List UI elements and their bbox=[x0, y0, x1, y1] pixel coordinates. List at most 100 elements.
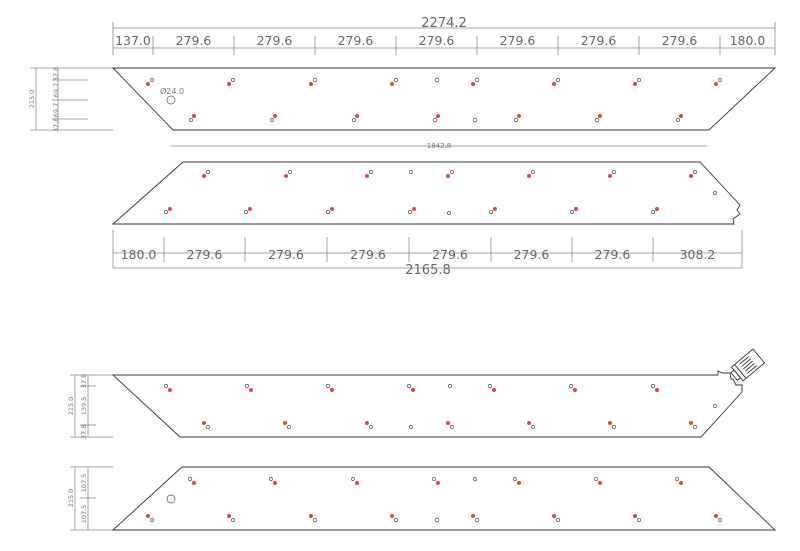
panel1-side-seg-3: 69.7 bbox=[52, 103, 60, 117]
bottom-segment-label: 279.6 bbox=[350, 247, 386, 262]
panel1-side-seg-1: 37.8 bbox=[52, 67, 60, 81]
mounting-hole bbox=[270, 118, 274, 122]
marker-dot bbox=[679, 114, 683, 118]
mounting-hole bbox=[369, 425, 373, 429]
marker-dot bbox=[249, 388, 253, 392]
mounting-hole bbox=[718, 518, 722, 522]
side-dimension-panel4: 215.0 107.5 107.5 bbox=[67, 466, 113, 531]
marker-dot bbox=[192, 114, 196, 118]
panel1-side-total: 215.0 bbox=[28, 90, 36, 109]
bottom-segment-label: 279.6 bbox=[268, 247, 304, 262]
mounting-hole bbox=[326, 384, 330, 388]
panel1-outline bbox=[111, 67, 777, 131]
mounting-hole bbox=[164, 210, 168, 214]
marker-dot bbox=[655, 207, 659, 211]
mounting-hole bbox=[231, 78, 235, 82]
marker-dot bbox=[446, 174, 450, 178]
panel3-holes bbox=[164, 384, 717, 429]
marker-dot bbox=[446, 421, 450, 425]
mounting-hole bbox=[473, 477, 477, 481]
mounting-hole bbox=[408, 210, 412, 214]
mounting-hole bbox=[231, 518, 235, 522]
mounting-hole bbox=[570, 210, 574, 214]
mounting-hole bbox=[594, 477, 598, 481]
marker-dot bbox=[412, 207, 416, 211]
marker-dot bbox=[471, 514, 475, 518]
marker-dot bbox=[202, 174, 206, 178]
mounting-hole bbox=[287, 425, 291, 429]
mounting-hole bbox=[473, 118, 477, 122]
panel3-side-seg-1: 37.8 bbox=[80, 374, 88, 388]
mounting-hole bbox=[718, 78, 722, 82]
top-segment-label: 279.6 bbox=[257, 33, 293, 48]
mounting-hole bbox=[407, 384, 411, 388]
bottom-segment-label: 279.6 bbox=[432, 247, 468, 262]
panel1-large-hole bbox=[166, 95, 176, 105]
mounting-hole bbox=[556, 518, 560, 522]
marker-dot bbox=[283, 421, 287, 425]
marker-dot bbox=[411, 388, 415, 392]
marker-dot bbox=[202, 421, 206, 425]
bottom-segment-label: 180.0 bbox=[121, 247, 157, 262]
mounting-hole bbox=[693, 170, 697, 174]
mounting-hole bbox=[489, 210, 493, 214]
top-segment-label: 279.6 bbox=[581, 33, 617, 48]
mounting-hole bbox=[713, 404, 717, 408]
marker-dot bbox=[436, 481, 440, 485]
mounting-hole bbox=[651, 384, 655, 388]
mounting-hole bbox=[450, 425, 454, 429]
panel2-outline bbox=[111, 161, 741, 225]
marker-dot bbox=[655, 388, 659, 392]
mounting-hole bbox=[612, 425, 616, 429]
panel4-holes bbox=[146, 477, 722, 522]
mounting-hole bbox=[313, 78, 317, 82]
marker-dot bbox=[492, 388, 496, 392]
mounting-hole bbox=[326, 210, 330, 214]
marker-dot bbox=[598, 114, 602, 118]
marker-dot bbox=[330, 388, 334, 392]
marker-dot bbox=[574, 207, 578, 211]
top-segment-label: 279.6 bbox=[500, 33, 536, 48]
marker-dot bbox=[227, 82, 231, 86]
mounting-hole bbox=[637, 518, 641, 522]
top-segment-label: 279.6 bbox=[176, 33, 212, 48]
marker-dot bbox=[598, 481, 602, 485]
marker-dot bbox=[471, 82, 475, 86]
mounting-hole bbox=[651, 210, 655, 214]
mounting-hole bbox=[206, 425, 210, 429]
mounting-hole bbox=[409, 170, 413, 174]
marker-dot bbox=[527, 421, 531, 425]
marker-dot bbox=[689, 174, 693, 178]
side-dimension-panel1: 215.0 37.8 69.7 69.7 37.8 bbox=[28, 67, 113, 132]
marker-dot bbox=[527, 174, 531, 178]
mounting-hole bbox=[433, 118, 437, 122]
mid-dimension-label: 1842.8 bbox=[427, 142, 452, 150]
panel4-side-seg-2: 107.5 bbox=[80, 505, 88, 524]
mounting-hole bbox=[475, 78, 479, 82]
marker-dot bbox=[608, 421, 612, 425]
top-segment-label: 279.6 bbox=[338, 33, 374, 48]
mounting-hole bbox=[164, 384, 168, 388]
panel4-side-seg-1: 107.5 bbox=[80, 474, 88, 493]
mounting-hole bbox=[189, 118, 193, 122]
mounting-hole bbox=[637, 78, 641, 82]
mounting-hole bbox=[675, 477, 679, 481]
mounting-hole bbox=[435, 78, 439, 82]
mounting-hole bbox=[206, 170, 210, 174]
top-segment-label: 279.6 bbox=[662, 33, 698, 48]
bottom-segment-label: 279.6 bbox=[595, 247, 631, 262]
marker-dot bbox=[390, 82, 394, 86]
panel1-hole-label: Ø24.0 bbox=[160, 86, 184, 96]
panel1-side-seg-2: 69.7 bbox=[52, 83, 60, 97]
mounting-hole bbox=[394, 518, 398, 522]
marker-dot bbox=[573, 388, 577, 392]
mounting-hole bbox=[351, 477, 355, 481]
marker-dot bbox=[552, 514, 556, 518]
mounting-hole bbox=[450, 170, 454, 174]
mounting-hole bbox=[447, 211, 451, 215]
panel1-holes bbox=[146, 78, 722, 122]
mounting-hole bbox=[531, 425, 535, 429]
bottom-segment-label: 308.2 bbox=[680, 247, 716, 262]
panel1-side-seg-4: 37.8 bbox=[52, 118, 60, 132]
